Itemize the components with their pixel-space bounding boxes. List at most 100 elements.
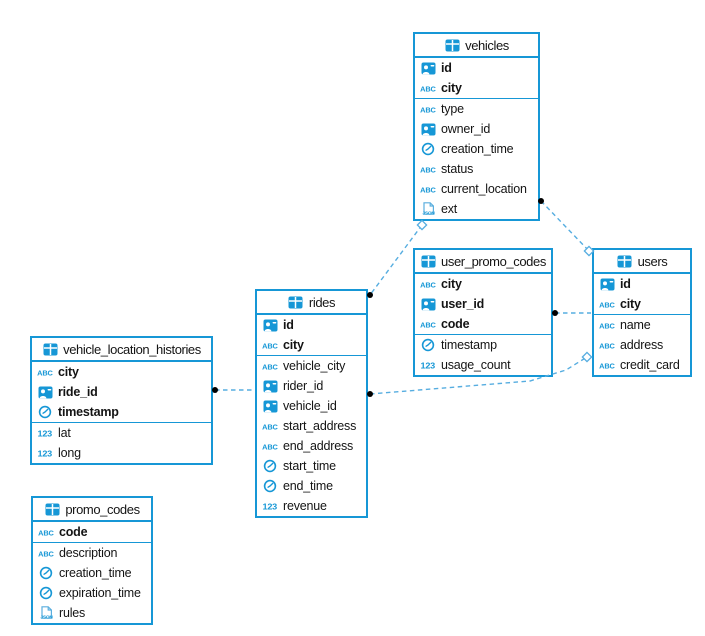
table-title: rides [308, 294, 336, 310]
column-expiration_time[interactable]: expiration_time [33, 583, 151, 603]
column-rules[interactable]: JSON rules [33, 603, 151, 623]
id-badge-icon [420, 61, 436, 75]
table-title: users [637, 253, 668, 269]
column-label: id [441, 61, 452, 75]
column-label: start_address [283, 419, 357, 433]
svg-text:123: 123 [421, 362, 436, 371]
column-label: long [58, 446, 81, 460]
id-badge-icon [599, 277, 615, 291]
abc-icon: ABC [599, 358, 615, 372]
table-header[interactable]: users [594, 250, 690, 274]
column-vehicle_id[interactable]: vehicle_id [257, 396, 366, 416]
svg-text:ABC: ABC [599, 364, 615, 371]
column-label: city [441, 81, 462, 95]
json-icon: JSON [38, 606, 54, 620]
table-title: vehicle_location_histories [63, 341, 201, 357]
column-lat[interactable]: 123 lat [32, 423, 211, 443]
column-label: vehicle_id [283, 399, 337, 413]
svg-text:ABC: ABC [262, 445, 278, 452]
column-label: end_address [283, 439, 354, 453]
column-id[interactable]: id [415, 58, 538, 78]
column-label: code [441, 317, 470, 331]
column-label: lat [58, 426, 71, 440]
abc-icon: ABC [599, 338, 615, 352]
column-label: start_time [283, 459, 336, 473]
abc-icon: ABC [262, 419, 278, 433]
column-start_time[interactable]: start_time [257, 456, 366, 476]
svg-text:123: 123 [38, 430, 53, 439]
abc-icon: ABC [37, 365, 53, 379]
column-id[interactable]: id [257, 315, 366, 335]
column-label: id [283, 318, 294, 332]
table-title: promo_codes [65, 501, 140, 517]
column-timestamp[interactable]: timestamp [415, 335, 551, 355]
table-header[interactable]: vehicle_location_histories [32, 338, 211, 362]
column-label: ride_id [58, 385, 98, 399]
column-timestamp[interactable]: timestamp [32, 402, 211, 422]
column-end_time[interactable]: end_time [257, 476, 366, 496]
column-rider_id[interactable]: rider_id [257, 376, 366, 396]
number-icon: 123 [262, 499, 279, 513]
table-icon [444, 38, 460, 52]
table-title: user_promo_codes [441, 253, 546, 269]
table-icon [42, 342, 58, 356]
column-creation_time[interactable]: creation_time [415, 139, 538, 159]
column-ride_id[interactable]: ride_id [32, 382, 211, 402]
column-label: expiration_time [59, 586, 141, 600]
table-icon [44, 502, 60, 516]
column-user_id[interactable]: user_id [415, 294, 551, 314]
table-header[interactable]: vehicles [415, 34, 538, 58]
column-owner_id[interactable]: owner_id [415, 119, 538, 139]
id-badge-icon [262, 318, 278, 332]
column-address[interactable]: ABC address [594, 335, 690, 355]
svg-text:ABC: ABC [599, 324, 615, 331]
svg-text:JSON: JSON [422, 211, 435, 216]
table-header[interactable]: user_promo_codes [415, 250, 551, 274]
column-label: address [620, 338, 664, 352]
column-id[interactable]: id [594, 274, 690, 294]
column-label: rules [59, 606, 86, 620]
table-header[interactable]: rides [257, 291, 366, 315]
table-header[interactable]: promo_codes [33, 498, 151, 522]
abc-icon: ABC [420, 162, 436, 176]
column-creation_time[interactable]: creation_time [33, 563, 151, 583]
column-end_address[interactable]: ABC end_address [257, 436, 366, 456]
column-label: city [283, 338, 304, 352]
column-label: rider_id [283, 379, 324, 393]
relation-diamond-endpoint [416, 219, 428, 231]
column-start_address[interactable]: ABC start_address [257, 416, 366, 436]
column-label: code [59, 525, 88, 539]
